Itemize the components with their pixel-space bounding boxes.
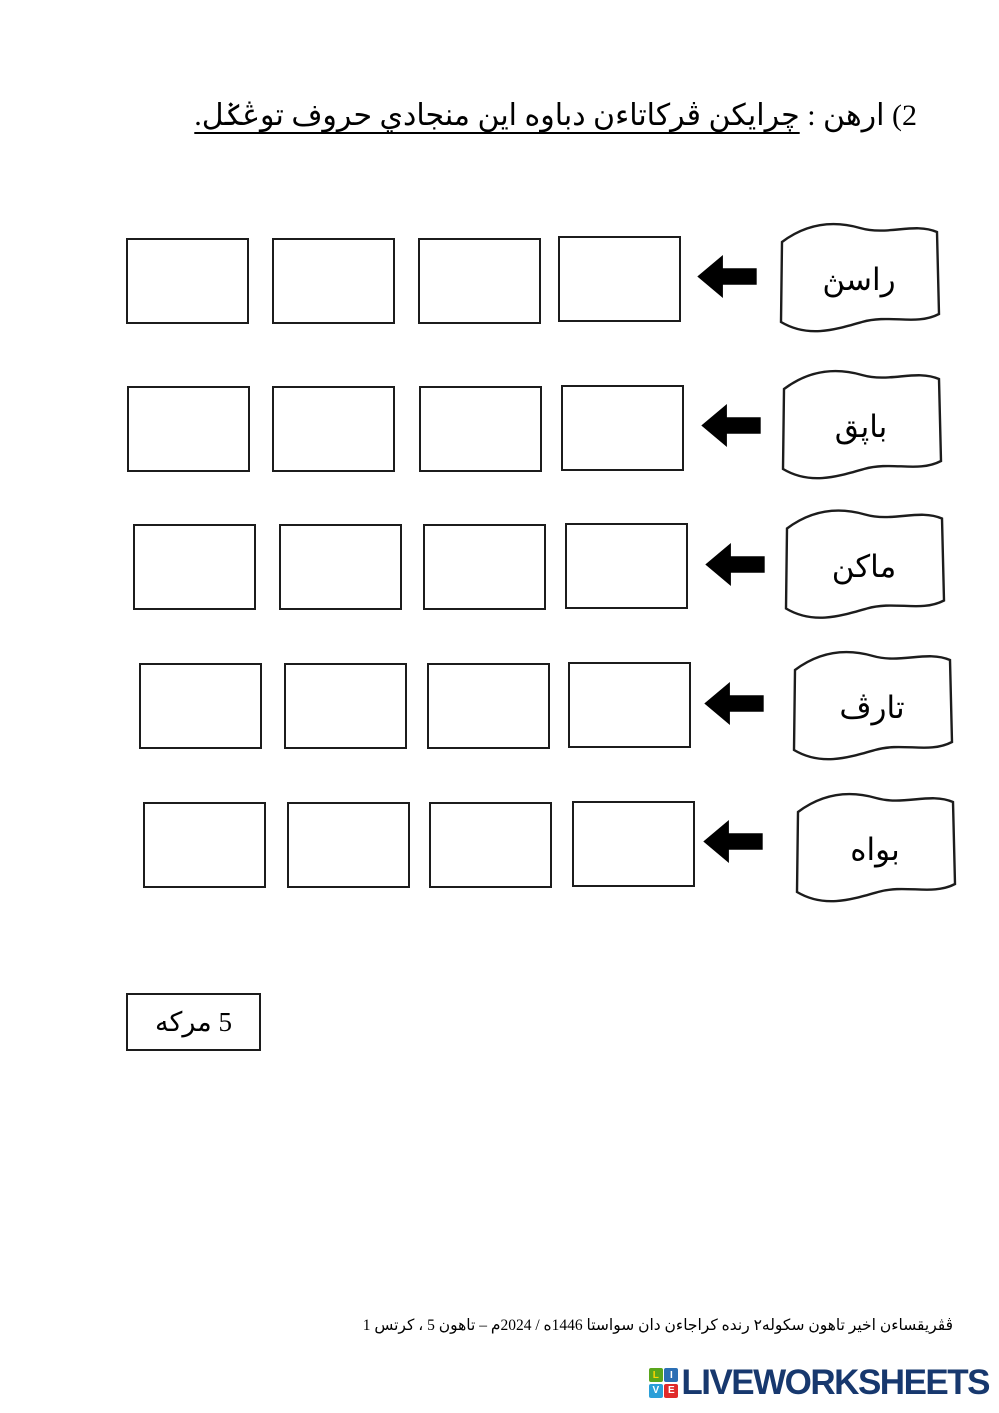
source-word: راسڽ <box>822 262 896 297</box>
answer-box[interactable] <box>272 386 395 472</box>
logo-tile-e: E <box>664 1383 679 1398</box>
answer-box[interactable] <box>418 238 541 324</box>
left-arrow-icon <box>697 255 757 298</box>
logo-tile-l: L <box>648 1368 663 1383</box>
answer-box[interactable] <box>126 238 249 324</box>
source-word: ماكن <box>831 548 897 584</box>
flag-shape <box>779 222 941 333</box>
marks-label: 5 مركه <box>155 1006 232 1037</box>
answer-box[interactable] <box>419 386 542 472</box>
word-banner: ماكن <box>779 499 949 630</box>
left-arrow-icon <box>703 820 763 863</box>
word-banner: باڽق <box>776 363 946 487</box>
logo-tile-i: I <box>664 1368 679 1383</box>
source-word: تارڤ <box>839 690 905 725</box>
answer-box[interactable] <box>423 524 546 610</box>
liveworksheets-logo[interactable]: L I V E LIVEWORKSHEETS <box>648 1363 990 1403</box>
flag-shape <box>781 369 943 480</box>
liveworksheets-grid-icon: L I V E <box>648 1368 679 1398</box>
answer-box[interactable] <box>287 802 410 888</box>
logo-tile-v: V <box>648 1383 663 1398</box>
word-banner: راسڽ <box>774 216 944 340</box>
answer-box[interactable] <box>568 662 691 748</box>
word-banner: بواه <box>790 786 960 910</box>
answer-box[interactable] <box>284 663 407 749</box>
answer-box[interactable] <box>565 523 688 609</box>
flag-shape <box>795 792 957 903</box>
left-arrow-icon <box>705 543 765 586</box>
left-arrow-icon <box>704 682 764 725</box>
marks-box: 5 مركه <box>126 993 261 1051</box>
word-banner: تارڤ <box>787 644 957 768</box>
question-instruction: چرايكن ڤركاتاءن دباوه اين منجادي حروف تو… <box>194 99 800 132</box>
answer-box[interactable] <box>279 524 402 610</box>
source-word: باڽق <box>834 409 888 444</box>
liveworksheets-wordmark: LIVEWORKSHEETS <box>681 1363 990 1402</box>
flag-shape <box>792 650 954 761</box>
answer-box[interactable] <box>127 386 250 472</box>
flag-shape <box>784 509 946 619</box>
left-arrow-icon <box>701 404 761 447</box>
answer-box[interactable] <box>561 385 684 471</box>
answer-box[interactable] <box>272 238 395 324</box>
answer-box[interactable] <box>429 802 552 888</box>
answer-box[interactable] <box>572 801 695 887</box>
question-title: 2) ارهن : چرايكن ڤركاتاءن دباوه اين منجا… <box>194 98 917 133</box>
footer-exam-info: ڤڤريقساءن اخير تاهون سكوله٢ رنده كراجاءن… <box>362 1317 953 1334</box>
source-word: بواه <box>850 832 900 867</box>
answer-box[interactable] <box>558 236 681 322</box>
answer-box[interactable] <box>427 663 550 749</box>
answer-box[interactable] <box>139 663 262 749</box>
question-number-label: 2) ارهن : <box>799 99 917 132</box>
answer-box[interactable] <box>143 802 266 888</box>
answer-box[interactable] <box>133 524 256 610</box>
